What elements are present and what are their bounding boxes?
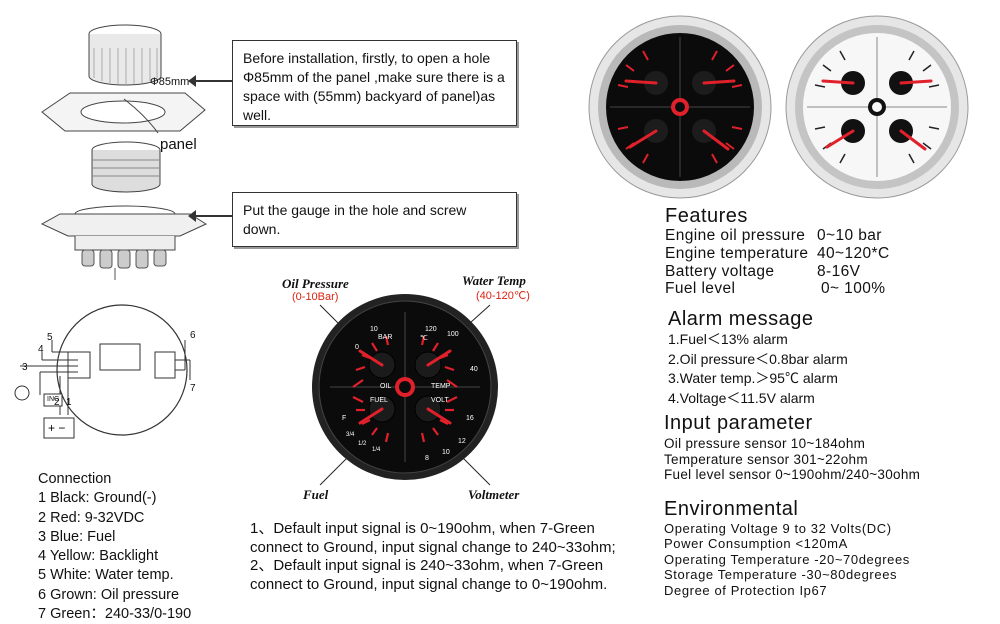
connection-line: 3 Blue: Fuel [38,528,116,545]
feature-name: Battery voltage [665,262,775,280]
volt-label: VOLT [431,397,449,404]
note-line: connect to Ground, input signal change t… [250,538,616,556]
input-row: Oil pressure sensor 10~184ohm [664,436,866,451]
connection-list: Connection 1 Black: Ground(-) 2 Red: 9-3… [38,470,191,624]
fuel-label: FUEL [370,397,388,404]
panel-label: panel [160,136,197,153]
volt-tick-12: 12 [458,438,466,445]
environmental-title: Environmental [664,498,799,520]
connection-line: 4 Yellow: Backlight [38,548,159,565]
assembled-gauge-drawing [40,205,208,280]
product-photo-black-gauge [588,15,772,199]
feature-value: 0~ 100% [821,280,886,298]
features-section: Features Engine oil pressure 0~10 bar Eng… [665,205,890,298]
panel-plate-drawing [41,92,206,132]
environmental-row: Power Consumption <120mA [664,536,848,552]
input-row: Temperature sensor 301~22ohm [664,451,868,467]
feature-value: 8-16V [817,262,861,280]
alarm-title: Alarm message [668,308,814,330]
connection-title: Connection [38,471,112,487]
connection-line: 7 Green：240-33/0-190 [38,606,192,623]
pin-5-label: 5 [47,332,53,343]
oil-label: OIL [380,383,392,390]
alarm-row: 1.Fuel＜13% alarm [668,331,788,347]
note-line: 1、Default input signal is 0~190ohm, when… [250,520,595,537]
environmental-row: Degree of Protection Ip67 [664,582,828,598]
threaded-ring-drawing [91,141,161,193]
environmental-row: Operating Temperature -20~70degrees [664,551,910,567]
diameter-label: Φ85mm [150,76,190,88]
oil-tick-10: 10 [370,326,378,333]
water-temp-range: (40-120℃) [476,290,530,302]
features-title: Features [665,205,748,227]
alarm-section: Alarm message 1.Fuel＜13% alarm 2.Oil pre… [668,308,848,408]
pin-1-label: 1 [66,397,72,408]
input-title: Input parameter [664,412,813,434]
feature-row: Fuel level 0~ 100% [665,280,890,298]
feature-row: Engine oil pressure 0~10 bar [665,227,890,245]
oil-unit-label: BAR [378,334,393,341]
feature-name: Engine oil pressure [665,227,806,244]
temp-label: TEMP [431,383,451,390]
step1-arrow [188,75,232,87]
step2-arrow [188,210,232,222]
volt-tick-8: 8 [425,455,429,462]
feature-name: Engine temperature [665,244,809,262]
pin-7-label: 7 [190,383,196,394]
wiring-diagram: + − [14,304,191,439]
installation-illustration [40,24,208,280]
temp-tick-100: 100 [447,331,459,338]
connection-line: 2 Red: 9-32VDC [38,509,145,526]
alarm-row: 4.Voltage＜11.5V alarm [668,389,815,406]
fuel-tick-1-2: 1/2 [358,441,367,447]
product-photo-white-gauge [785,15,969,199]
step2-box: Put the gauge in the hole and screw down… [232,192,517,247]
water-temp-callout: Water Temp [462,273,526,288]
volt-tick-16: 16 [466,415,474,422]
oil-tick-0: 0 [355,344,359,351]
connection-line: 5 White: Water temp. [38,567,174,584]
panel-pointer-line [123,98,159,134]
fuel-subdial [352,396,390,443]
svg-text:+ −: + − [48,421,65,435]
note-line: connect to Ground, input signal change t… [250,575,608,593]
input-parameter-section: Input parameter Oil pressure sensor 10~1… [664,412,920,483]
connection-line: 6 Grown: Oil pressure [38,586,180,603]
oil-pressure-range: (0-10Bar) [292,291,339,303]
oil-pressure-callout: Oil Pressure [282,276,349,291]
alarm-row: 2.Oil pressure＜0.8bar alarm [668,350,848,367]
feature-value: 0~10 bar [817,227,882,244]
pin-2-label: 2 [54,397,60,408]
pin-6-label: 6 [190,330,196,341]
feature-row: Engine temperature 40~120*C [665,245,890,263]
step1-box: Before installation, firstly, to open a … [232,40,517,126]
feature-name: Fuel level [665,280,736,298]
note-line: 2、Default input signal is 240~33ohm, whe… [250,557,604,574]
fuel-tick-3-4: 3/4 [346,432,355,438]
fuel-tick-1-4: 1/4 [372,447,381,453]
input-row: Fuel level sensor 0~190ohm/240~30ohm [664,467,921,482]
ing-label: ING [47,396,60,403]
volt-subdial [420,396,458,443]
environmental-row: Storage Temperature -30~80degrees [664,567,898,583]
temp-unit-label: ℃ [420,335,428,342]
temp-tick-40: 40 [470,366,478,373]
environmental-row: Operating Voltage 9 to 32 Volts(DC) [664,521,892,536]
connection-line: 1 Black: Ground(-) [38,490,157,507]
multi-gauge-black-main [312,294,498,480]
feature-row: Battery voltage 8-16V [665,263,890,281]
input-signal-notes: 1、Default input signal is 0~190ohm, when… [250,520,616,594]
pin-3-label: 3 [22,362,28,373]
voltmeter-callout: Voltmeter [468,487,520,502]
fuel-tick-f: F [342,415,347,422]
fuel-callout: Fuel [303,487,329,502]
gauge-housing-drawing [88,24,162,86]
feature-value: 40~120*C [817,244,890,262]
pin-4-label: 4 [38,344,44,355]
temp-tick-120: 120 [425,326,437,333]
alarm-row: 3.Water temp.＞95℃ alarm [668,370,838,386]
volt-tick-10: 10 [442,449,450,456]
environmental-section: Environmental Operating Voltage 9 to 32 … [664,498,910,598]
